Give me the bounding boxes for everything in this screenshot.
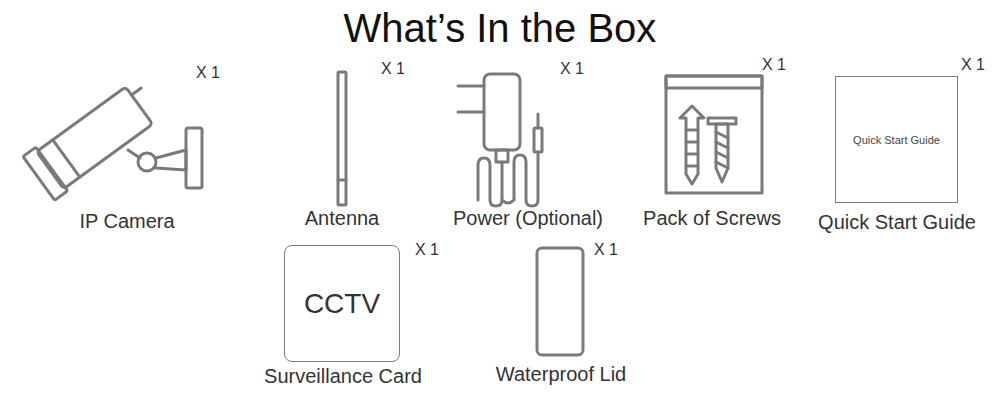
node-text: CCTV [304, 288, 380, 320]
quantity-label: X 1 [415, 241, 439, 259]
waterproof-lid-drawing [537, 248, 583, 355]
screw-pack-drawing [666, 76, 762, 193]
surveillance-card: CCTV [284, 245, 400, 362]
page-title: What’s In the Box [0, 6, 1000, 51]
quantity-label: X 1 [762, 56, 786, 74]
node-text: Quick Start Guide [853, 134, 940, 146]
item-name: Waterproof Lid [496, 363, 626, 386]
item-name: Surveillance Card [264, 365, 422, 388]
item-name: Quick Start Guide [818, 211, 976, 234]
quantity-label: X 1 [381, 60, 405, 78]
quantity-label: X 1 [196, 64, 220, 82]
item-name: Antenna [305, 207, 380, 230]
item-name: Power (Optional) [453, 207, 603, 230]
quantity-label: X 1 [560, 60, 584, 78]
quantity-label: X 1 [594, 241, 618, 259]
antenna-drawing [338, 72, 346, 205]
camera-drawing [23, 77, 202, 201]
quantity-label: X 1 [961, 56, 985, 74]
item-name: Pack of Screws [643, 207, 781, 230]
power-adapter-drawing [458, 74, 542, 206]
guide-booklet: Quick Start Guide [835, 76, 958, 203]
item-name: IP Camera [79, 210, 174, 233]
